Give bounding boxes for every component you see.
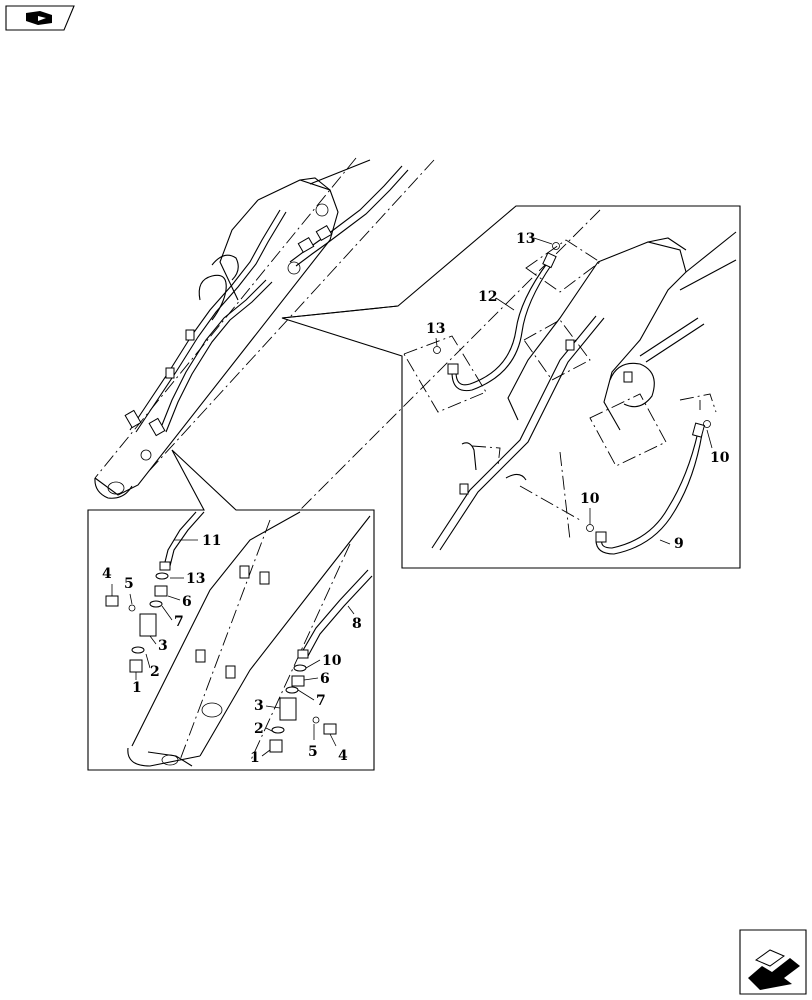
callout-label: 5 [308, 744, 318, 760]
callout-label: 1 [250, 750, 260, 766]
callout-label: 13 [516, 231, 535, 247]
callout-label: 8 [352, 616, 362, 632]
callout-label: 3 [158, 638, 168, 654]
callout-label: 6 [320, 671, 330, 687]
callout-label: 13 [426, 321, 445, 337]
callout-label: 2 [150, 664, 160, 680]
next-page-button[interactable] [739, 929, 807, 995]
callout-label: 3 [254, 698, 264, 714]
callout-label: 10 [322, 653, 342, 669]
book-arrow-icon [26, 11, 52, 25]
detail-callout-upper [281, 205, 741, 569]
callout-label: 4 [102, 566, 112, 582]
callout-label: 10 [580, 491, 600, 507]
boom-assembly [94, 157, 601, 511]
prev-page-button[interactable] [5, 5, 75, 31]
callout-label: 7 [316, 693, 326, 709]
callout-label: 5 [124, 576, 134, 592]
lower-labels: 11 13 4 5 6 7 3 2 1 8 10 6 7 3 2 1 5 4 [102, 533, 362, 766]
callout-label: 9 [674, 536, 684, 552]
callout-label: 11 [202, 533, 221, 549]
callout-label: 13 [186, 571, 205, 587]
next-page-arrow-icon [748, 949, 800, 990]
detail-callout-lower [87, 449, 375, 771]
callout-label: 12 [478, 289, 497, 305]
callout-label: 2 [254, 721, 264, 737]
callout-label: 6 [182, 594, 192, 610]
callout-label: 1 [132, 680, 142, 696]
upper-labels: 13 12 13 10 10 9 [426, 231, 730, 552]
callout-label: 10 [710, 450, 730, 466]
callout-label: 7 [174, 614, 184, 630]
callout-label: 4 [338, 748, 348, 764]
